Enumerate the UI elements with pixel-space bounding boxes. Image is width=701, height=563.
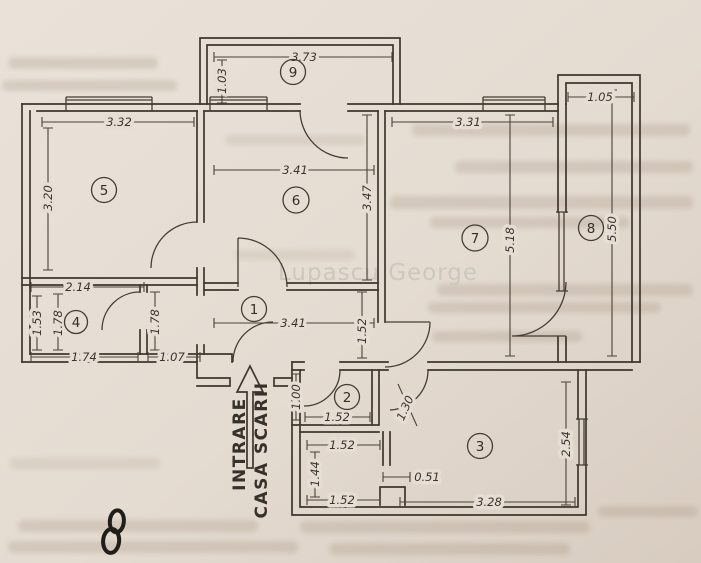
dim-room2-width: 1.52 (324, 410, 350, 424)
dim-room5-width: 3.32 (106, 115, 132, 129)
window-room3 (576, 418, 588, 466)
dim-room7-width: 3.31 (455, 115, 481, 129)
dim-room4-left: 1.53 (30, 310, 44, 336)
room-badge-2: 2 (333, 383, 361, 411)
wall-room5-room4 (21, 277, 198, 286)
dim-room6-width: 3.41 (282, 163, 308, 177)
wall-room6-room7 (377, 110, 386, 323)
wall-room8-outer (557, 74, 641, 363)
svg-text:6: 6 (292, 193, 301, 209)
wall-bottom-left (21, 353, 293, 387)
dim-chimney: 0.51 (414, 470, 440, 484)
dim-room4-width: 2.14 (65, 280, 91, 294)
dim-room4-bottom: 1.74 (71, 350, 97, 364)
door-room7 (384, 321, 431, 368)
window-room5 (65, 96, 153, 111)
dim-room4-depth: 1.78 (51, 310, 65, 336)
dim-closet-width: 1.07 (159, 350, 185, 364)
window-room7 (482, 96, 546, 111)
dim-balcony-width: 3.73 (291, 50, 317, 64)
scan-bleed-text (2, 57, 698, 555)
dim-alcove-top: 1.52 (329, 438, 355, 452)
svg-text:8: 8 (587, 221, 596, 237)
door-balcony-room6 (299, 109, 349, 159)
wall-top (21, 103, 559, 112)
dim-room5-depth: 3.20 (41, 185, 55, 211)
room-badge-5: 5 (90, 176, 118, 204)
windows (65, 96, 588, 466)
dimension-lines (30, 52, 635, 507)
svg-text:2: 2 (343, 390, 352, 406)
door-room4 (101, 291, 141, 331)
window-room6-balcony (209, 96, 268, 111)
dim-room2-depth: 1.00 (289, 384, 303, 410)
door-room7-room8 (511, 281, 567, 337)
door-room5 (150, 221, 198, 269)
dimension-labels: 3.73 1.03 3.32 3.20 3.41 3.47 3.31 1.05 … (27, 47, 623, 513)
room-badge-9: 9 (279, 58, 307, 86)
svg-text:4: 4 (72, 315, 81, 331)
wall-room2 (291, 369, 380, 433)
dim-closet-depth: 1.78 (148, 309, 162, 335)
dim-room6-depth: 3.47 (360, 185, 374, 211)
dim-alcove-depth: 1.44 (308, 461, 322, 487)
entrance-arrow-icon (235, 364, 265, 469)
wall-band (291, 361, 641, 371)
walls (21, 37, 641, 516)
svg-text:1: 1 (250, 302, 259, 318)
svg-text:7: 7 (471, 231, 480, 247)
wall-balcony (199, 37, 401, 105)
doors (101, 109, 567, 411)
dim-room8-width: 1.05 (587, 90, 613, 104)
dim-room7-depth: 5.18 (503, 227, 517, 253)
wall-room6-hall (203, 282, 379, 291)
room-badge-6: 6 (282, 186, 310, 214)
entrance-label-line2: CASA SCARII (252, 381, 272, 518)
dim-hall-width: 3.41 (280, 316, 306, 330)
room-badge-8: 8 (577, 214, 605, 242)
svg-text:5: 5 (100, 183, 109, 199)
dim-alcove-bottom: 1.52 (329, 493, 355, 507)
entrance-annotation: INTRARE CASA SCARII (230, 364, 272, 519)
room-badge-7: 7 (461, 224, 489, 252)
dim-room8-depth: 5.50 (605, 216, 619, 242)
wall-room5-room6 (196, 110, 205, 363)
wall-left (21, 103, 31, 363)
paperclip-icon (101, 508, 126, 555)
wall-room7-room8 (557, 103, 567, 363)
entrance-label-line1: INTRARE (230, 397, 250, 491)
svg-text:3: 3 (476, 439, 485, 455)
room-badge-1: 1 (240, 295, 268, 323)
dim-room3-depth: 2.54 (559, 431, 573, 457)
door-room6 (237, 237, 288, 288)
svg-text:9: 9 (289, 65, 298, 81)
wall-closet (139, 284, 148, 355)
room-badge-4: 4 (63, 309, 89, 335)
dim-balcony-depth: 1.03 (215, 68, 229, 94)
window-room7-room8 (556, 211, 568, 292)
wall-bottom-block (291, 361, 587, 516)
room-badge-3: 3 (466, 432, 494, 460)
dim-hall-depth: 1.52 (355, 318, 369, 344)
room-numbers: 1 2 3 4 5 6 7 8 (63, 58, 605, 460)
door-room3 (389, 369, 429, 411)
door-room2 (303, 369, 341, 407)
dim-room3-width: 3.28 (476, 495, 502, 509)
